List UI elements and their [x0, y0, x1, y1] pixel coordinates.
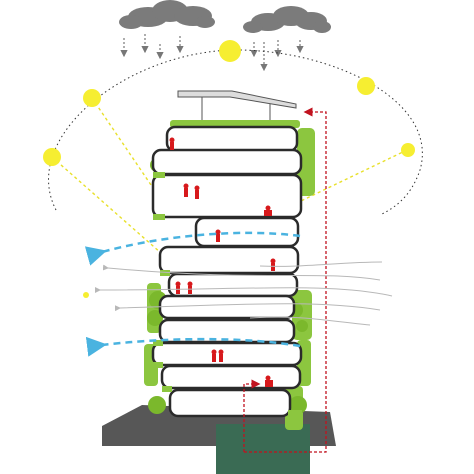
sun-afternoon-icon	[357, 77, 375, 95]
sun-path	[48, 49, 423, 216]
floor-1	[160, 364, 302, 390]
tree-icon	[148, 396, 166, 414]
tree-icon	[289, 396, 307, 414]
sun-morning-icon	[83, 89, 101, 107]
air-currents	[94, 261, 393, 326]
ventilation-duct-riser	[244, 107, 327, 453]
floor-0	[168, 388, 292, 418]
rain-arrows	[120, 34, 304, 72]
roof-solar-panel	[177, 90, 297, 124]
floor-1b	[151, 341, 303, 367]
tree-icon	[296, 320, 308, 332]
person-icon	[183, 183, 200, 199]
sun-icons	[43, 40, 415, 298]
sun-noon-icon	[219, 40, 241, 62]
sun-sunset-icon	[83, 292, 89, 298]
tree-icon	[147, 310, 163, 326]
basement	[216, 424, 310, 474]
sun-rays	[51, 97, 408, 269]
ventilation-duct	[243, 379, 261, 452]
floor-7	[151, 148, 303, 176]
person-icon	[169, 137, 175, 150]
person-icon	[211, 349, 224, 362]
sun-evening-icon	[401, 143, 415, 157]
cloud-left	[119, 0, 215, 29]
floor-8	[165, 125, 299, 153]
sun-sunrise-icon	[43, 148, 61, 166]
person-icon	[264, 205, 272, 216]
wind-flows	[84, 231, 301, 357]
person-icon	[270, 258, 276, 271]
floors	[151, 125, 303, 418]
cloud-right	[243, 6, 331, 33]
person-icon	[175, 281, 193, 294]
person-icon	[215, 229, 221, 242]
floor-4	[158, 245, 300, 275]
floor-6	[151, 173, 303, 219]
occupants	[169, 137, 276, 387]
floor-3b	[158, 294, 296, 320]
floor-greenery-edges	[153, 172, 302, 418]
person-icon	[265, 375, 273, 387]
